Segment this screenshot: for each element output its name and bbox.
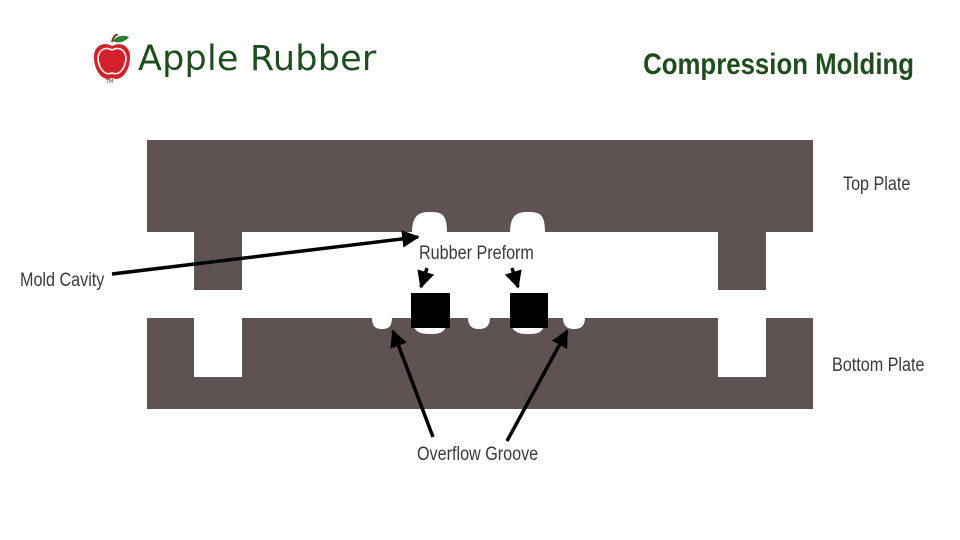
label-rubber-preform: Rubber Preform [419, 243, 534, 264]
overflow-groove-center [468, 317, 490, 329]
arrow-overflow-left [390, 329, 435, 438]
mold-cavity-left [412, 212, 447, 233]
label-top-plate: Top Plate [843, 174, 911, 195]
brand-name: Apple Rubber [138, 38, 377, 79]
label-bottom-plate: Bottom Plate [832, 355, 925, 376]
rubber-preform-right [510, 293, 548, 328]
mold-cavity-right [510, 212, 545, 233]
overflow-groove-left [372, 317, 392, 329]
brand-logo: TM Apple Rubber [92, 34, 376, 84]
overflow-groove-right [563, 317, 585, 329]
svg-text:TM: TM [105, 79, 113, 84]
rubber-preform-left [411, 293, 450, 328]
apple-icon: TM [93, 34, 131, 84]
top-plate [147, 140, 813, 290]
bottom-plate-body [147, 318, 813, 409]
page-title: Compression Molding [643, 48, 914, 81]
top-plate-pin-right [718, 228, 766, 290]
label-overflow-groove: Overflow Groove [417, 444, 539, 465]
label-mold-cavity: Mold Cavity [20, 270, 105, 291]
arrow-preform-right [504, 267, 522, 289]
arrow-preform-left [417, 267, 435, 289]
arrow-overflow-right [505, 329, 569, 442]
arrow-mold-cavity [111, 230, 420, 276]
bottom-plate [147, 317, 813, 409]
